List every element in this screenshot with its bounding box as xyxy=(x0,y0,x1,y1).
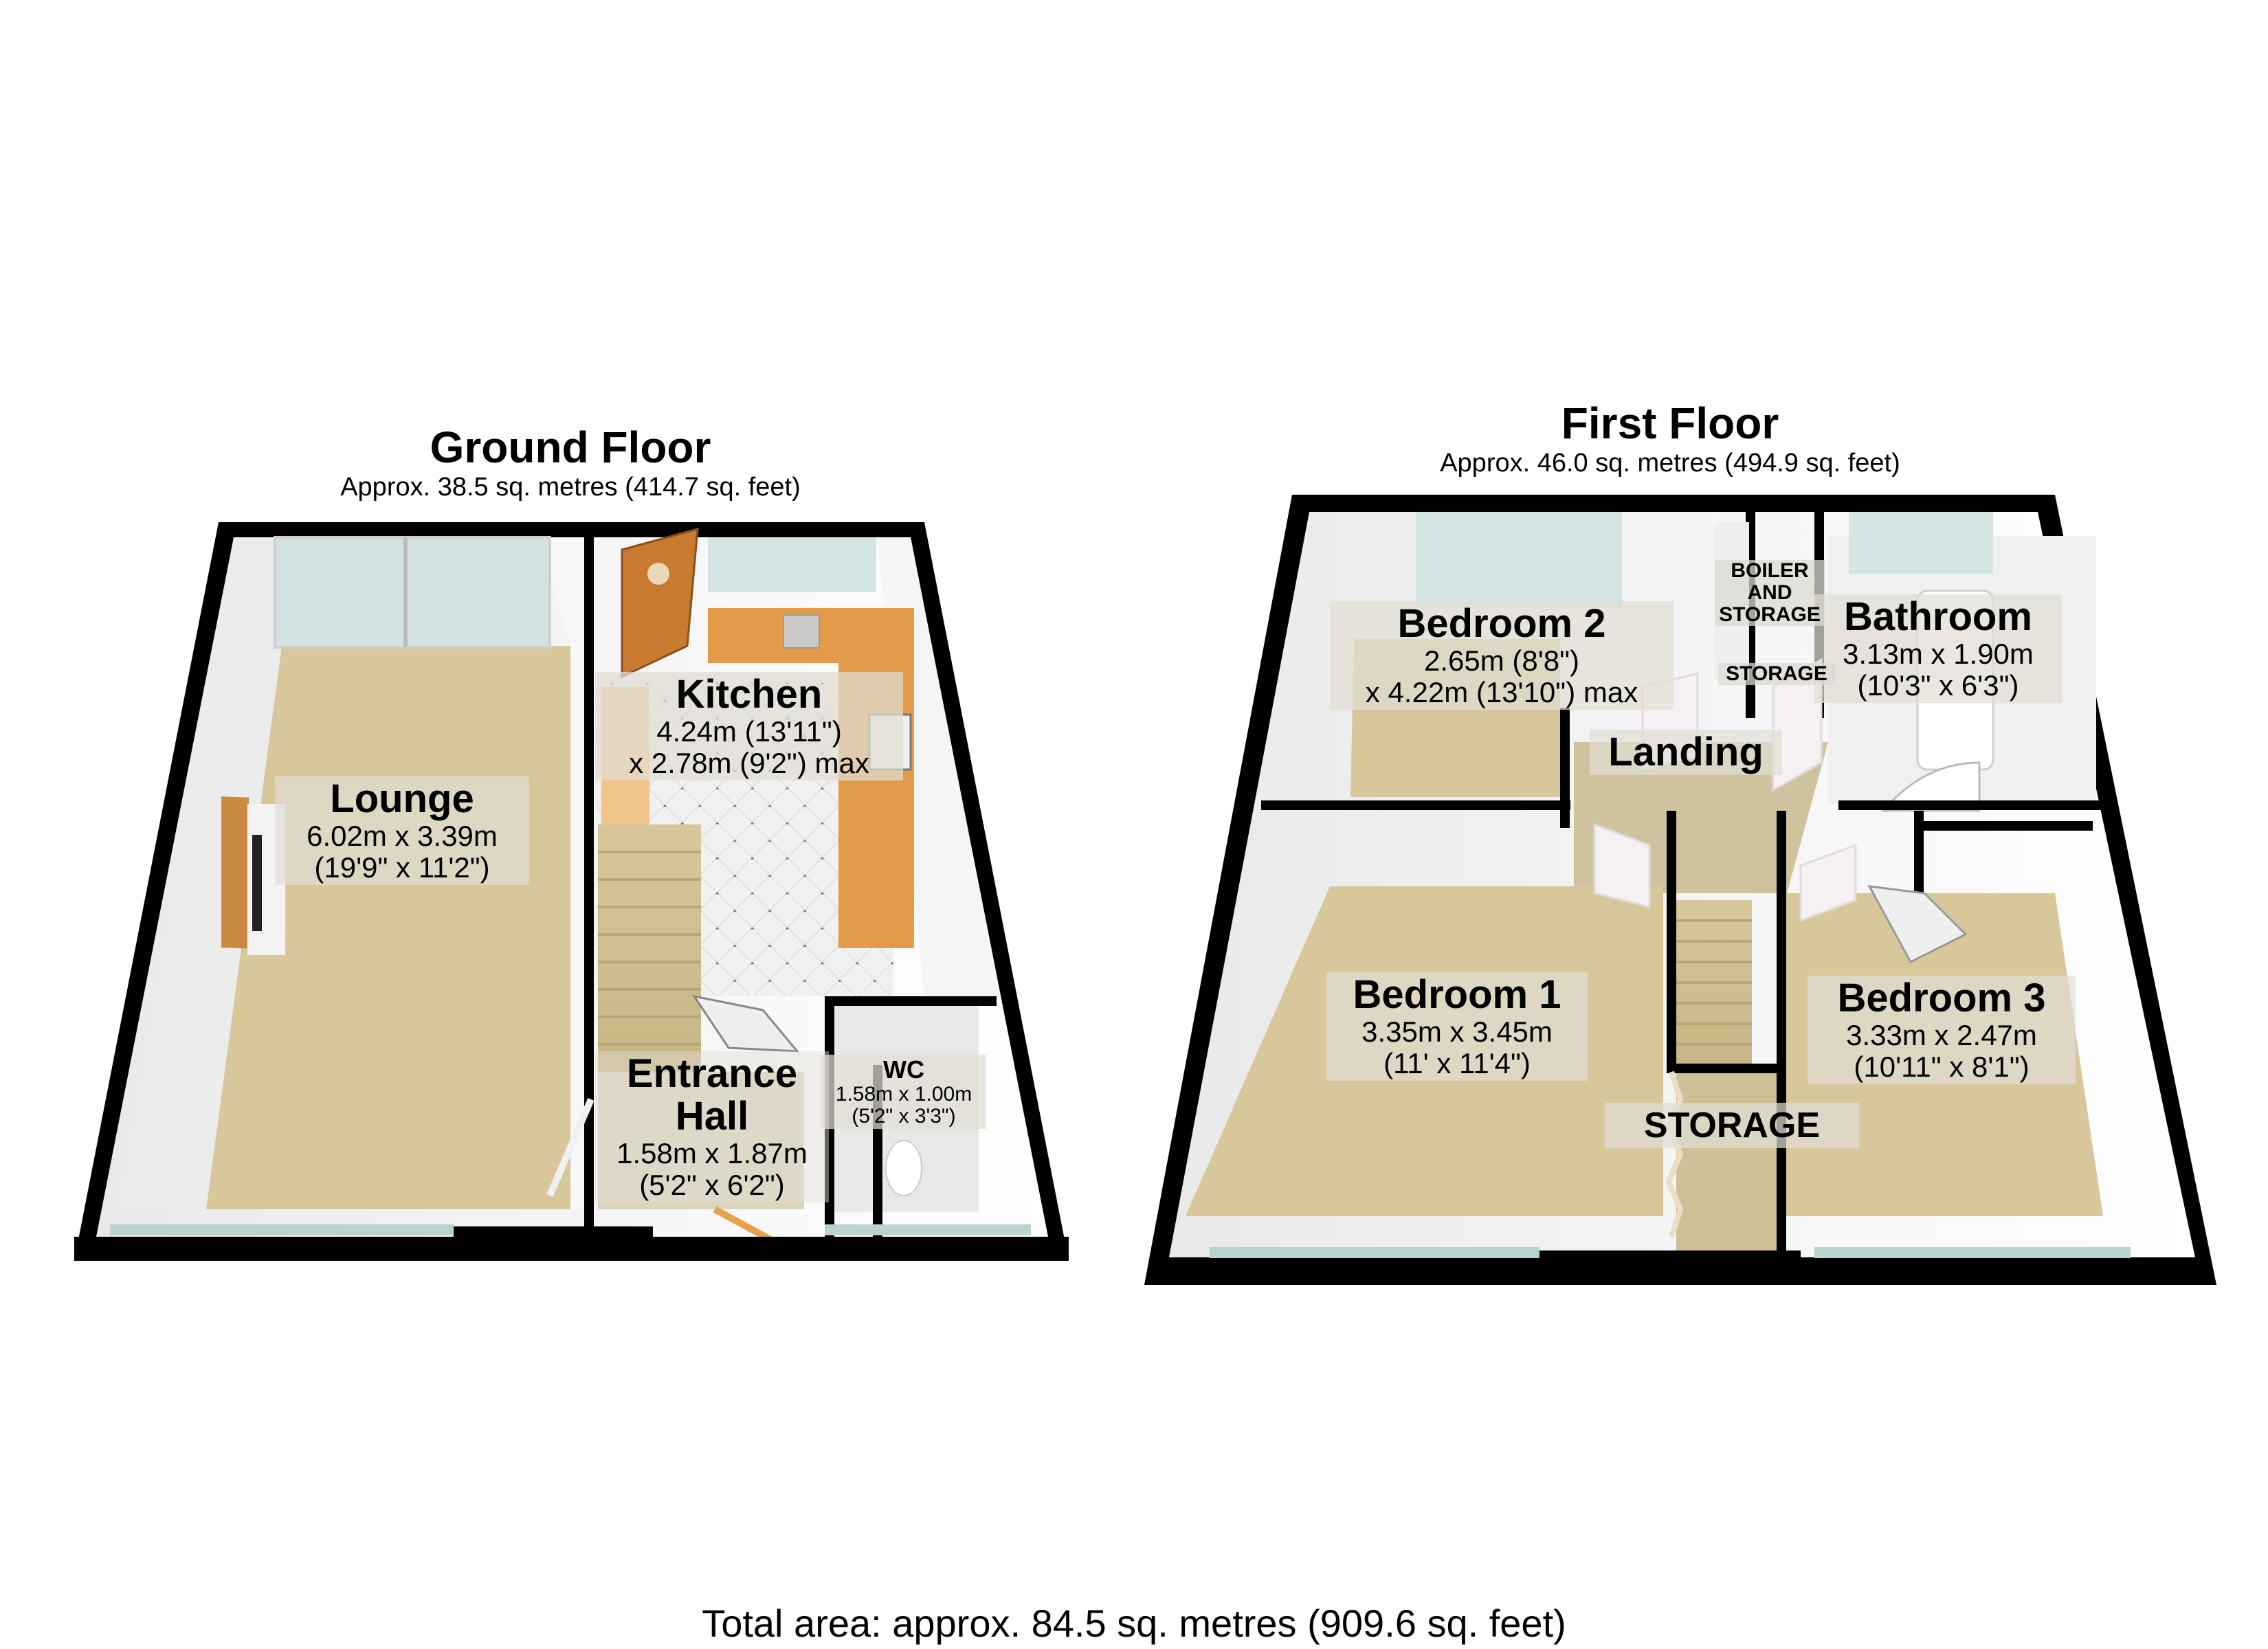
storage-bifold-door xyxy=(1665,1070,1684,1238)
kitchen-back-door xyxy=(621,527,699,679)
room-name: AND xyxy=(1747,581,1792,604)
room-name: Bedroom 1 xyxy=(1353,972,1561,1017)
hall-radiator xyxy=(691,994,800,1053)
bedroom-3-wardrobe xyxy=(1867,885,1968,963)
first-floor-heading: First Floor Approx. 46.0 sq. metres (494… xyxy=(1326,399,2014,478)
ground-floor-heading: Ground Floor Approx. 38.5 sq. metres (41… xyxy=(227,423,914,502)
first-floor-title: First Floor xyxy=(1561,399,1779,448)
room-label-storage-small: STORAGE xyxy=(1718,663,1835,685)
room-dimension: 1.58m x 1.00m xyxy=(835,1083,972,1106)
room-label-landing: Landing xyxy=(1590,730,1782,775)
room-name: STORAGE xyxy=(1726,662,1827,685)
room-dimension: (10'3" x 6'3") xyxy=(1857,669,2019,702)
room-name: Entrance xyxy=(626,1051,798,1096)
bedroom-2-window xyxy=(1416,512,1622,608)
room-name: STORAGE xyxy=(1643,1106,1821,1145)
room-name: STORAGE xyxy=(1719,603,1821,626)
room-label-bedroom-1: Bedroom 1 3.35m x 3.45m (11' x 11'4") xyxy=(1326,972,1588,1081)
room-name: Hall xyxy=(675,1094,749,1138)
room-label-storage-large: STORAGE xyxy=(1605,1103,1859,1148)
ground-front-window xyxy=(110,1224,454,1235)
kitchen-window xyxy=(708,537,876,592)
room-label-kitchen: Kitchen 4.24m (13'11") x 2.78m (9'2") ma… xyxy=(595,672,903,781)
room-dimension: 3.13m x 1.90m xyxy=(1843,638,2034,670)
shower-screen xyxy=(1880,761,1981,812)
room-name: Kitchen xyxy=(676,672,823,717)
room-name: Bedroom 2 xyxy=(1397,601,1606,646)
total-area: Total area: approx. 84.5 sq. metres (909… xyxy=(702,1602,1566,1645)
first-front-window-right xyxy=(1814,1247,2131,1258)
room-label-bathroom: Bathroom 3.13m x 1.90m (10'3" x 6'3") xyxy=(1814,594,2062,703)
room-name: Lounge xyxy=(330,776,474,821)
first-staircase xyxy=(1676,900,1752,1064)
fireplace-surround xyxy=(221,796,249,949)
room-label-bedroom-3: Bedroom 3 3.33m x 2.47m (10'11" x 8'1") xyxy=(1808,976,2076,1084)
bathroom-window xyxy=(1849,512,1993,574)
room-dimension: 4.24m (13'11") xyxy=(656,715,842,748)
front-door xyxy=(546,1098,594,1197)
room-dimension: (19'9" x 11'2") xyxy=(314,851,490,884)
first-front-window-left xyxy=(1210,1247,1539,1258)
ground-floor-area: Approx. 38.5 sq. metres (414.7 sq. feet) xyxy=(340,473,801,502)
room-name: BOILER xyxy=(1731,559,1809,582)
room-dimension: (11' x 11'4") xyxy=(1383,1047,1531,1079)
room-dimension: 3.35m x 3.45m xyxy=(1361,1016,1553,1048)
ground-staircase xyxy=(598,824,701,1072)
room-dimension: x 4.22m (13'10") max xyxy=(1365,676,1638,708)
first-floor-area: Approx. 46.0 sq. metres (494.9 sq. feet) xyxy=(1440,449,1900,478)
room-label-boiler-storage: BOILER AND STORAGE xyxy=(1715,560,1825,626)
room-dimension: 1.58m x 1.87m xyxy=(616,1137,808,1169)
room-dimension: (5'2" x 6'2") xyxy=(639,1169,785,1201)
room-label-lounge: Lounge 6.02m x 3.39m (19'9" x 11'2") xyxy=(275,776,529,885)
room-name: Landing xyxy=(1608,730,1764,774)
room-name: Bathroom xyxy=(1844,594,2032,639)
storage-cupboard-floor xyxy=(1676,1073,1777,1252)
entrance-hall-floor xyxy=(598,1072,804,1209)
bedroom-1-door xyxy=(1593,822,1651,908)
room-dimension: 2.65m (8'8") xyxy=(1423,644,1580,677)
wc-toilet xyxy=(885,1140,922,1196)
bedroom-3-door xyxy=(1799,843,1857,923)
room-label-wc: WC 1.58m x 1.00m (5'2" x 3'3") xyxy=(821,1055,986,1129)
room-dimension: (5'2" x 3'3") xyxy=(852,1105,956,1128)
lounge-patio-doors xyxy=(274,536,551,649)
room-label-entrance-hall: Entrance Hall 1.58m x 1.87m (5'2" x 6'2"… xyxy=(595,1051,829,1202)
room-label-bedroom-2: Bedroom 2 2.65m (8'8") x 4.22m (13'10") … xyxy=(1330,601,1674,710)
room-name: WC xyxy=(883,1055,924,1084)
room-name: Bedroom 3 xyxy=(1837,976,2046,1020)
ground-floor-plan xyxy=(74,522,1069,1261)
room-dimension: x 2.78m (9'2") max xyxy=(629,747,869,779)
room-dimension: (10'11" x 8'1") xyxy=(1854,1051,2030,1083)
room-dimension: 6.02m x 3.39m xyxy=(307,820,498,852)
room-dimension: 3.33m x 2.47m xyxy=(1846,1019,2037,1051)
ground-floor-title: Ground Floor xyxy=(430,423,711,472)
